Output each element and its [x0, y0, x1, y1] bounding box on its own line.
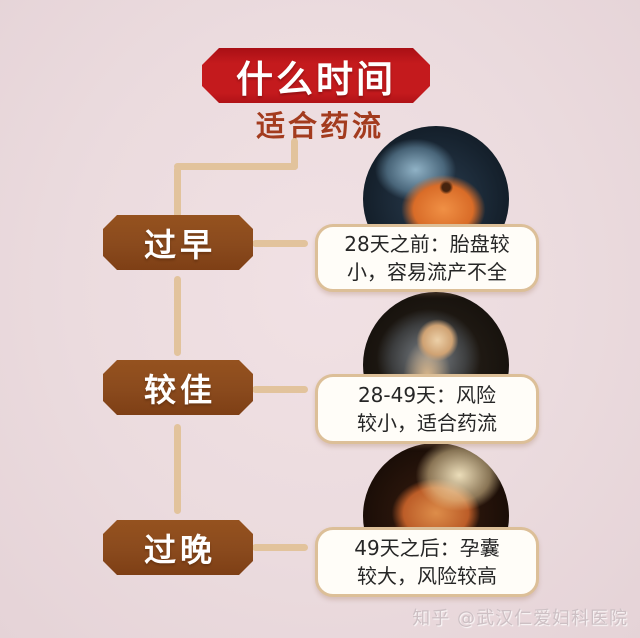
- description-box-too-early: 28天之前：胎盘较 小，容易流产不全: [315, 224, 539, 292]
- description-line: 小，容易流产不全: [347, 260, 507, 284]
- stage-badge-too-early: 过早: [103, 215, 253, 270]
- stage-badge-label: 过晚: [143, 530, 216, 569]
- stage-badge-optimal: 较佳: [103, 360, 253, 415]
- description-line: 较大，风险较高: [357, 564, 497, 588]
- connector-row-3: [252, 544, 308, 551]
- connector-vertical-1: [174, 166, 181, 218]
- title-banner: 什么时间: [202, 48, 430, 103]
- connector-row-1: [252, 240, 308, 247]
- connector-vertical-2: [174, 276, 181, 356]
- connector-top-vertical: [291, 138, 298, 170]
- stage-badge-label: 较佳: [143, 370, 216, 409]
- connector-top-horizontal: [174, 163, 298, 170]
- stage-badge-label: 过早: [143, 225, 216, 264]
- page-subtitle: 适合药流: [255, 109, 384, 143]
- description-line: 28天之前：胎盘较: [344, 232, 510, 256]
- connector-row-2: [252, 386, 308, 393]
- stage-badge-too-late: 过晚: [103, 520, 253, 575]
- watermark: 知乎 @武汉仁爱妇科医院: [412, 608, 628, 629]
- description-line: 较小，适合药流: [357, 411, 497, 435]
- description-line: 28-49天：风险: [357, 383, 497, 407]
- description-box-too-late: 49天之后：孕囊 较大，风险较高: [315, 527, 539, 597]
- page-title: 什么时间: [236, 57, 396, 101]
- description-box-optimal: 28-49天：风险 较小，适合药流: [315, 374, 539, 444]
- description-line: 49天之后：孕囊: [354, 536, 500, 560]
- connector-vertical-3: [174, 424, 181, 514]
